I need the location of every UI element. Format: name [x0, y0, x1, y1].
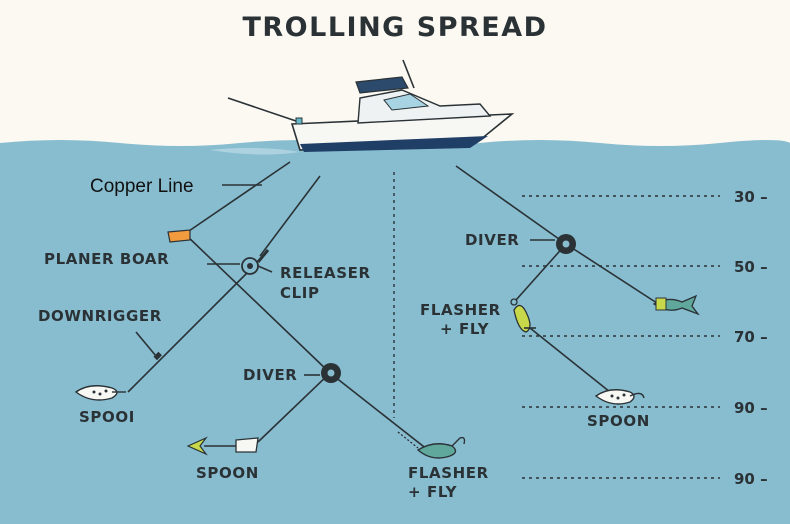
boat: [227, 59, 515, 152]
label-planer-board: PLANER BOAR: [44, 250, 169, 268]
downrigger-line: [127, 267, 253, 393]
label-diver-right: DIVER: [465, 231, 519, 249]
flasher-to-spoon-line: [519, 319, 611, 393]
boat-rod-holder: [295, 117, 303, 125]
label-releaser-clip-1: RELEASER: [280, 264, 371, 282]
label-spoon-right: SPOON: [587, 412, 650, 430]
depth-label-90b: 90 –: [734, 470, 768, 488]
label-flasher-center-1: FLASHER: [408, 464, 489, 482]
label-flasher-right-2: + FLY: [440, 320, 490, 338]
label-spoon-left: SPOOI: [79, 408, 135, 426]
fly-right-lure: [652, 294, 700, 316]
boat-windshield: [383, 93, 430, 111]
boat-flybridge-roof: [355, 76, 409, 94]
depth-label-50: 50 –: [734, 258, 768, 276]
diver-to-lure-line: [565, 243, 661, 306]
spoon-right-lure: [594, 389, 645, 405]
planer-board-icon: [167, 229, 191, 243]
boat-stripe: [300, 136, 488, 152]
diagram-title: TROLLING SPREAD: [242, 12, 548, 43]
label-releaser-clip-2: CLIP: [280, 284, 320, 302]
planer-to-diver-line: [185, 234, 331, 374]
water: [0, 140, 790, 524]
releaser-clip-center: [247, 263, 253, 269]
diver-to-spoon-line: [257, 372, 331, 443]
downrigger-leader: [135, 331, 157, 357]
label-spoon-center: SPOON: [196, 464, 259, 482]
right-main-line: [455, 165, 567, 245]
water-wake: [210, 147, 300, 155]
releaser-leader: [257, 265, 273, 273]
label-flasher-center-2: + FLY: [408, 483, 458, 501]
diver-to-flasher-line: [329, 372, 429, 451]
spoon-center-lure: [186, 436, 259, 456]
label-diver-center: DIVER: [243, 366, 297, 384]
diver-to-flasher-line-right: [515, 243, 567, 301]
downrigger-clip-icon: [153, 351, 162, 361]
label-flasher-right-1: FLASHER: [420, 301, 501, 319]
flasher-center-lure: [397, 431, 466, 459]
releaser-clip-arm: [256, 249, 270, 263]
downrigger-cable: [259, 175, 321, 257]
flasher-right-lure: [510, 298, 531, 333]
label-copper-line: Copper Line: [90, 176, 194, 197]
boat-outrigger-left: [227, 97, 297, 122]
spoon-left-lure: [74, 385, 126, 401]
diver-right-hub: [562, 240, 570, 248]
depth-label-70: 70 –: [734, 328, 768, 346]
copper-line: [185, 161, 291, 234]
label-downrigger: DOWNRIGGER: [38, 307, 162, 325]
depth-label-30: 30 –: [734, 188, 768, 206]
boat-antenna: [402, 59, 415, 89]
depth-label-90a: 90 –: [734, 399, 768, 417]
diver-center-hub: [327, 369, 335, 377]
